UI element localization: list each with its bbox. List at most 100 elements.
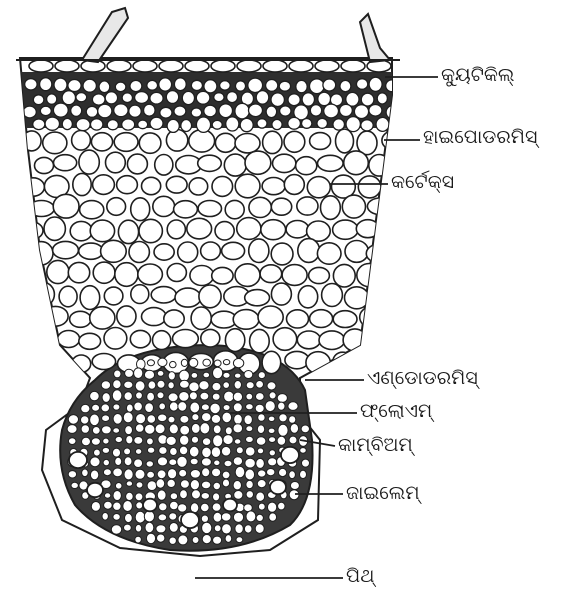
- cortex-cell: [139, 133, 161, 153]
- cortex-cell: [53, 194, 79, 218]
- vascular-cell: [233, 457, 242, 466]
- vascular-cell: [190, 458, 198, 465]
- cortex-cell: [70, 221, 92, 240]
- cortex-cell: [369, 155, 390, 177]
- vascular-cell: [289, 471, 296, 479]
- cortex-cell: [33, 283, 55, 306]
- vascular-cell: [201, 404, 209, 411]
- vascular-cell: [269, 392, 276, 399]
- cortex-cell: [44, 351, 68, 372]
- cortex-cell: [309, 267, 330, 283]
- hypodermis-cell: [129, 105, 141, 117]
- hypodermis-cell: [166, 91, 178, 104]
- hypodermis-cell: [98, 104, 112, 118]
- cortex-cell: [344, 151, 369, 175]
- vascular-cell: [178, 535, 188, 545]
- vascular-cell: [113, 404, 120, 410]
- vascular-cell: [104, 501, 113, 509]
- vascular-cell: [257, 448, 263, 454]
- cortex-cell: [298, 239, 320, 263]
- cortex-cell: [104, 287, 123, 305]
- cortex-cell: [93, 262, 115, 283]
- vascular-cell: [144, 511, 154, 522]
- cortex-cell: [178, 242, 198, 262]
- cortex-cells: [18, 129, 406, 374]
- vascular-cell: [71, 482, 78, 488]
- cuticle-cell: [289, 60, 313, 72]
- hypodermis-cell: [181, 120, 192, 132]
- vascular-cell: [212, 393, 220, 400]
- hypodermis-cell: [45, 117, 59, 130]
- hypodermis-cell: [76, 93, 87, 102]
- hypodermis-cell: [86, 106, 98, 117]
- vascular-cell: [136, 482, 143, 488]
- vascular-cell: [135, 536, 142, 543]
- vascular-cell: [68, 471, 76, 478]
- hypodermis-cell: [227, 92, 238, 103]
- hypodermis-cell: [369, 105, 382, 117]
- cortex-cell: [21, 264, 41, 283]
- vascular-cell: [91, 502, 100, 512]
- cortex-cell: [73, 173, 91, 195]
- xylem-vessel: [143, 499, 157, 512]
- cortex-cell: [117, 306, 136, 327]
- cortex-cell: [68, 262, 89, 282]
- vascular-cell: [246, 436, 254, 442]
- vascular-cell: [203, 359, 211, 366]
- hypodermis-cell: [53, 103, 68, 117]
- vascular-cell: [102, 513, 108, 521]
- hypodermis-cell: [47, 94, 57, 104]
- hypodermis-cell: [356, 79, 367, 90]
- vascular-cell: [201, 493, 209, 500]
- hypodermis-cell: [138, 120, 148, 129]
- vascular-cell: [90, 414, 100, 426]
- vascular-cell: [135, 449, 141, 455]
- cortex-cell: [198, 201, 221, 217]
- vascular-cell: [279, 414, 287, 422]
- vascular-cell: [103, 438, 109, 444]
- hypodermis-cell: [302, 119, 312, 129]
- vascular-cell: [202, 447, 212, 458]
- vascular-cell: [102, 426, 112, 434]
- vascular-cell: [190, 480, 199, 490]
- vascular-cell: [148, 381, 156, 389]
- cortex-cell: [174, 201, 198, 218]
- hypodermis-cell: [191, 80, 202, 90]
- vascular-cell: [278, 424, 288, 436]
- hypodermis-cell: [71, 105, 82, 116]
- vascular-cell: [268, 502, 277, 512]
- vascular-cell: [147, 392, 155, 401]
- vascular-cell: [126, 404, 133, 412]
- vascular-cell: [211, 414, 220, 423]
- hypodermis-cell: [160, 107, 172, 118]
- vascular-cell: [301, 425, 309, 433]
- vascular-cell: [180, 415, 189, 423]
- cortex-cell: [222, 242, 245, 259]
- vascular-cell: [192, 537, 199, 544]
- vascular-cell: [104, 493, 110, 498]
- cortex-cell: [235, 134, 260, 153]
- vascular-cell: [223, 405, 230, 411]
- hypodermis-cell: [279, 81, 290, 91]
- vascular-cell: [191, 436, 198, 443]
- vascular-cell: [245, 458, 255, 468]
- vascular-cell: [255, 524, 264, 534]
- vascular-cell: [170, 448, 178, 456]
- cortex-cell: [296, 157, 317, 175]
- vascular-cell: [170, 361, 177, 367]
- cuticle-cell: [211, 60, 235, 72]
- vascular-cell: [113, 428, 120, 433]
- vascular-cell: [147, 415, 156, 424]
- hypodermis-cell: [33, 95, 44, 105]
- cortex-cell: [271, 283, 291, 305]
- cortex-cell: [201, 242, 221, 260]
- cortex-cell: [322, 284, 343, 307]
- cortex-cell: [212, 176, 233, 196]
- vascular-cell: [159, 503, 167, 511]
- label-hypodermis: ହାଇପୋଡରମିସ୍: [423, 128, 537, 147]
- cortex-cell: [273, 154, 296, 172]
- hypodermis-cell: [288, 94, 300, 106]
- vascular-cell: [157, 534, 165, 542]
- vascular-cell: [112, 448, 120, 457]
- vascular-cell: [212, 468, 221, 477]
